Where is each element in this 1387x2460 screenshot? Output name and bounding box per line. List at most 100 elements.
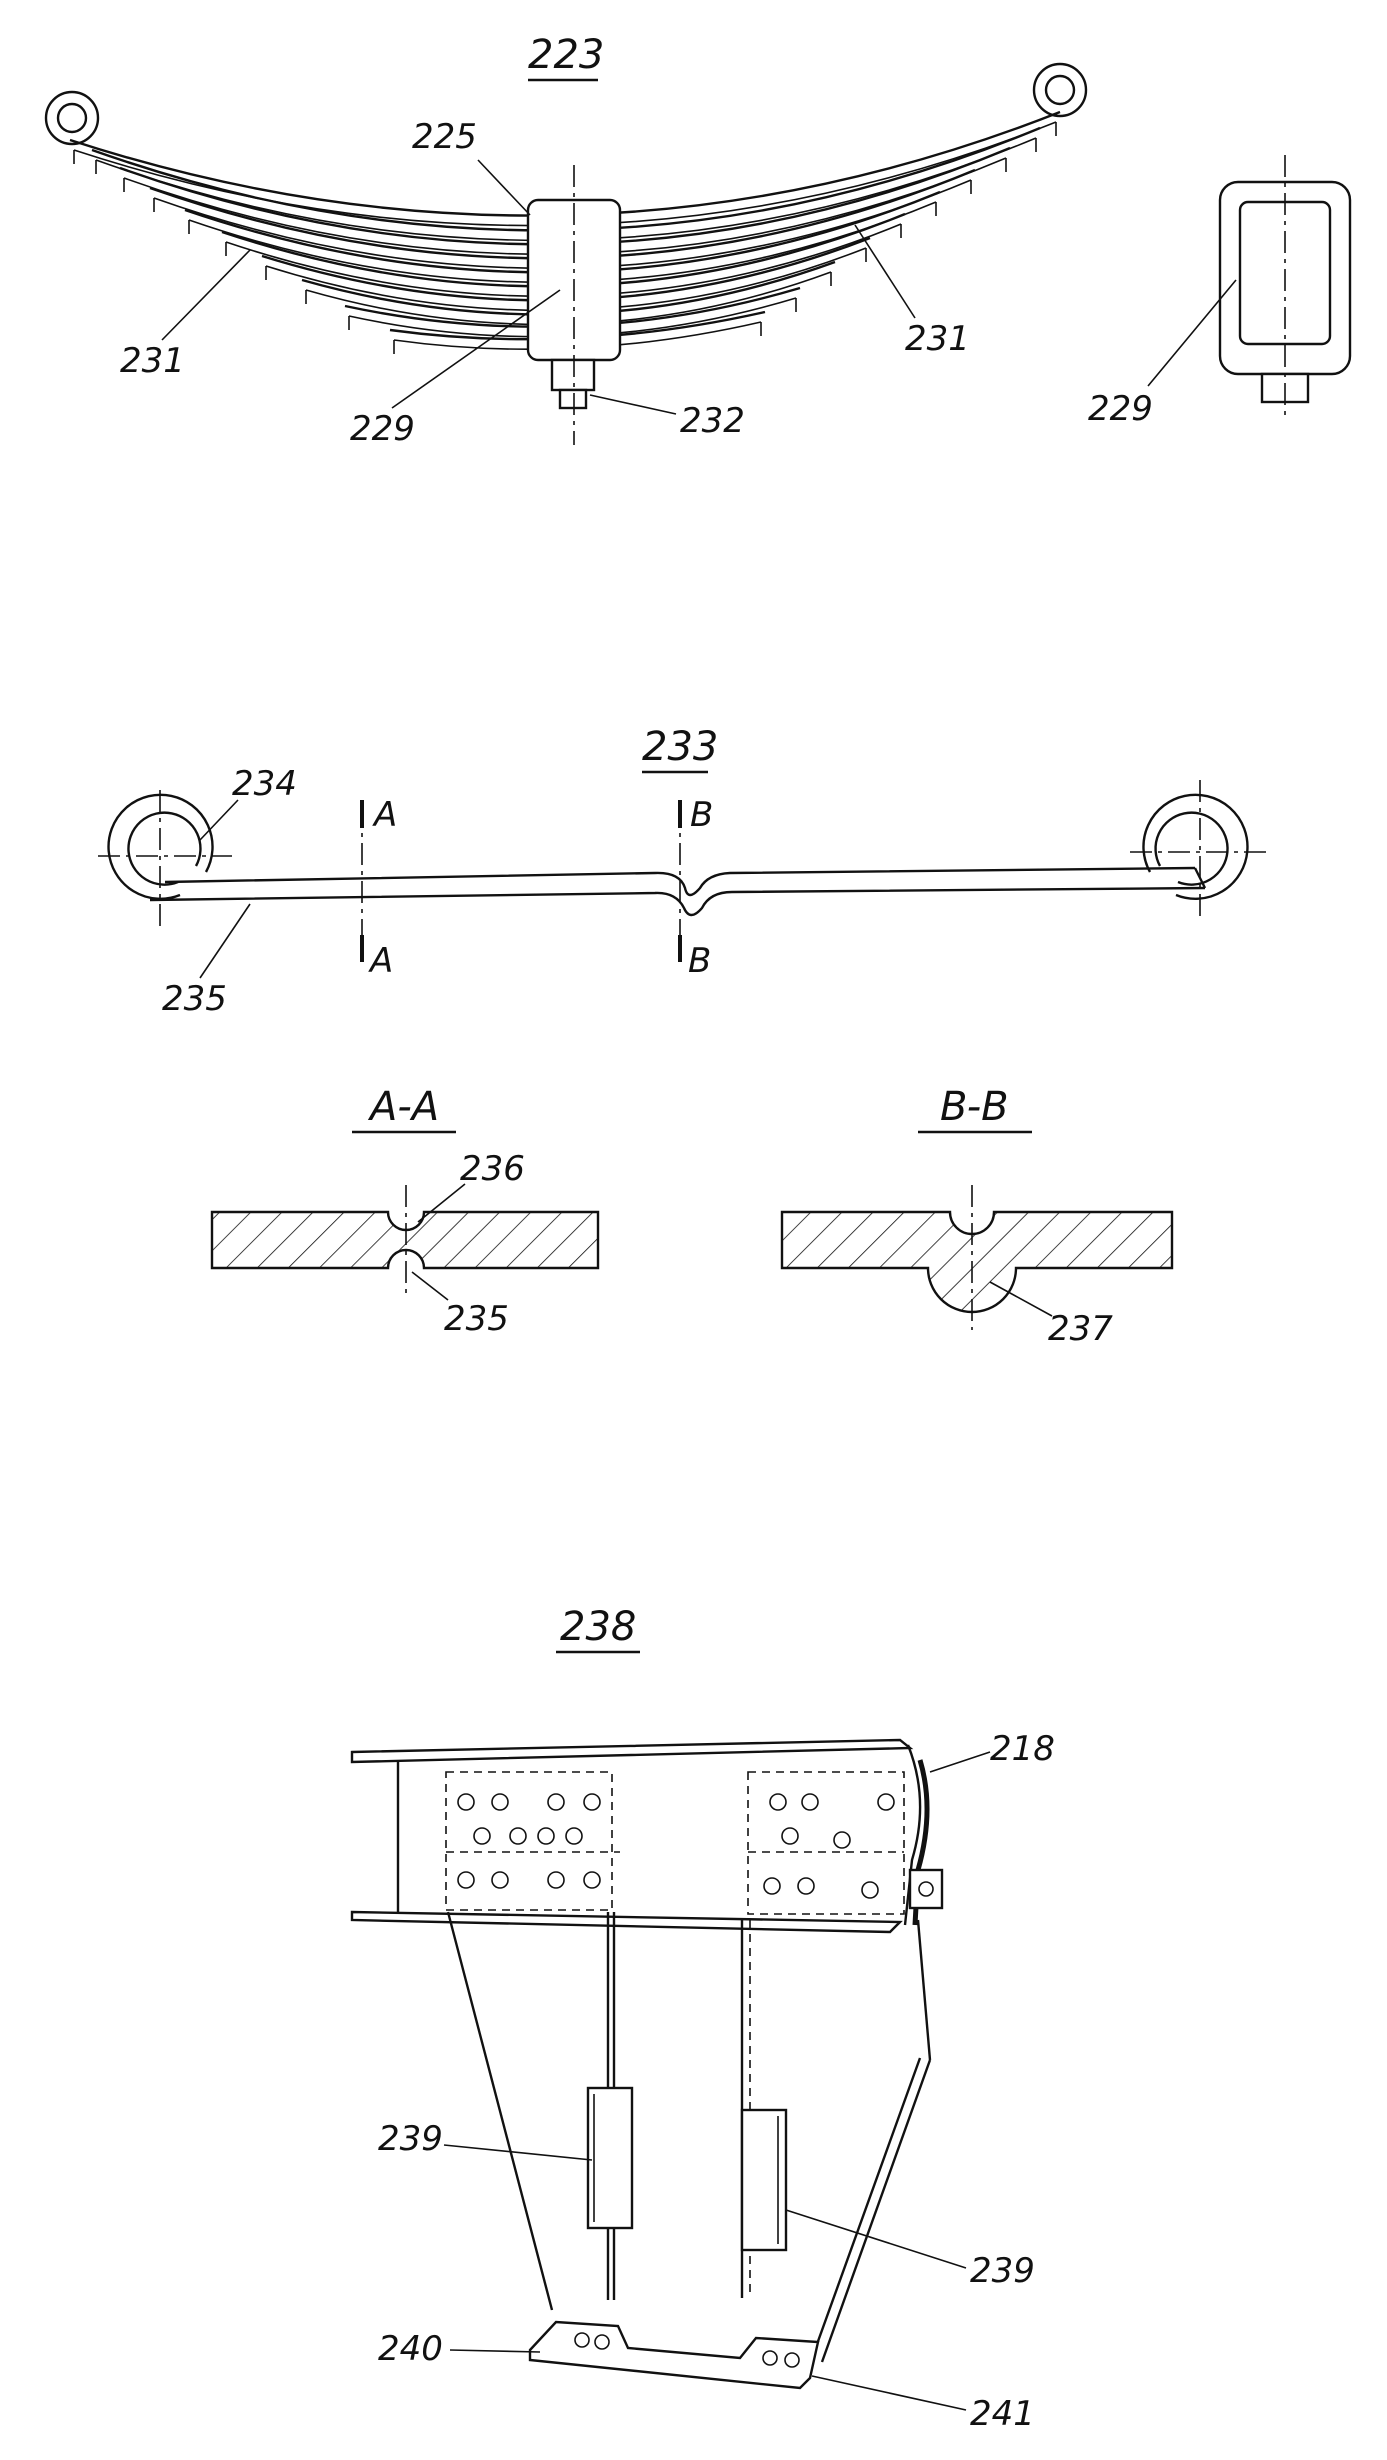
section-a-body: [210, 1210, 600, 1270]
section-a-figure: A-A 236 235: [210, 1084, 600, 1339]
label-231-right: 231: [905, 319, 970, 359]
single-leaf-figure-title: 233: [642, 724, 718, 770]
base-hole-2: [594, 2334, 610, 2350]
hanger-left-side: [446, 1911, 554, 2311]
leader-234: [199, 799, 239, 841]
leader-232: [589, 394, 677, 415]
section-b-body: [780, 1210, 1174, 1314]
clamp-bolt-tip: [558, 388, 588, 410]
rivet-hole: [797, 1877, 815, 1895]
leaf-spring-figure: 223 225 231 231 229 232: [44, 32, 1088, 449]
right-leaf-eye-inner: [1154, 811, 1229, 886]
frame-channel-bottom-flange: [350, 1910, 903, 1934]
rivet-hole: [763, 1877, 781, 1895]
frame-channel-end-thick: [912, 1759, 930, 1926]
leader-229-end-view: [1147, 279, 1237, 387]
frame-bracket-title: 238: [560, 1604, 636, 1650]
frame-tab-hole: [918, 1881, 934, 1897]
label-239-right: 239: [970, 2251, 1035, 2291]
right-spring-eye: [1032, 62, 1088, 118]
label-237: 237: [1048, 1309, 1113, 1349]
leaf-spring-figure-title: 223: [528, 32, 604, 78]
base-channel: [528, 2320, 820, 2390]
leader-235: [199, 903, 251, 979]
label-239-left: 239: [378, 2119, 443, 2159]
label-232: 232: [680, 401, 745, 441]
frame-bracket-figure: 238: [350, 1604, 1055, 2434]
single-leaf-figure: 233 A A B B 234 235: [98, 724, 1270, 1019]
base-hole-4: [784, 2352, 800, 2368]
label-225: 225: [412, 117, 477, 157]
label-218: 218: [990, 1729, 1055, 1769]
rivet-hole: [491, 1871, 509, 1889]
rivet-hole: [801, 1793, 819, 1811]
base-hole-3: [762, 2350, 778, 2366]
frame-channel-top-flange: [350, 1738, 914, 1764]
rivet-hole: [509, 1827, 527, 1845]
left-mounting-plate: [445, 1771, 620, 1911]
clamp-end-view: 229: [1088, 155, 1352, 429]
label-241: 241: [970, 2394, 1035, 2434]
rivet-hole: [877, 1793, 895, 1811]
label-section-a-bottom: A: [368, 941, 393, 981]
rivet-hole: [861, 1881, 879, 1899]
hanger-right-diagonal-outer: [820, 2059, 932, 2363]
label-231-left: 231: [120, 341, 185, 381]
hanger-right-diagonal-inner: [810, 2057, 922, 2359]
leader-237: [989, 1281, 1053, 1317]
rivet-hole: [565, 1827, 583, 1845]
rivet-hole: [491, 1793, 509, 1811]
leader-240: [449, 2349, 541, 2353]
rivet-hole: [583, 1871, 601, 1889]
section-a-title: A-A: [367, 1084, 439, 1130]
label-229-end-view: 229: [1088, 389, 1153, 429]
rivet-hole: [583, 1793, 601, 1811]
left-strap: [586, 2086, 634, 2230]
leader-239-left: [443, 2144, 593, 2161]
left-leaf-eye: [107, 793, 214, 900]
rivet-hole: [769, 1793, 787, 1811]
label-section-b-top: B: [690, 795, 713, 835]
label-section-a-top: A: [372, 795, 397, 835]
left-leaf-eye-inner: [127, 811, 202, 886]
label-section-b-bottom: B: [688, 941, 711, 981]
rivet-hole: [547, 1871, 565, 1889]
label-234: 234: [232, 764, 297, 804]
leader-218: [929, 1751, 991, 1773]
right-leaf-eye: [1142, 793, 1249, 900]
base-hole-1: [574, 2332, 590, 2348]
leader-225: [477, 159, 531, 216]
leaf-body-bottom: [149, 886, 1206, 917]
rivet-hole: [473, 1827, 491, 1845]
leader-239-right: [785, 2209, 967, 2269]
left-spring-eye: [44, 90, 100, 146]
hanger-right-side: [916, 1919, 932, 2061]
label-240: 240: [378, 2329, 443, 2369]
label-235: 235: [162, 979, 227, 1019]
rivet-hole: [833, 1831, 851, 1849]
rivet-hole: [537, 1827, 555, 1845]
rivet-hole: [547, 1793, 565, 1811]
leader-235-section: [411, 1271, 449, 1301]
label-229: 229: [350, 409, 415, 449]
rivet-hole: [781, 1827, 799, 1845]
right-mounting-plate: [747, 1771, 905, 1915]
rivet-hole: [457, 1871, 475, 1889]
frame-channel-end: [903, 1744, 922, 1926]
leader-229: [391, 289, 561, 409]
label-235-section: 235: [444, 1299, 509, 1339]
section-b-title: B-B: [940, 1084, 1009, 1130]
leader-231-right: [854, 224, 916, 319]
right-strap: [740, 2108, 788, 2252]
frame-tab: [908, 1868, 944, 1910]
leaf-body-top: [164, 866, 1196, 897]
label-236: 236: [460, 1149, 525, 1189]
section-b-figure: B-B 237: [780, 1084, 1174, 1349]
leader-241: [811, 2375, 967, 2411]
leader-231-left: [161, 249, 251, 341]
clamp-bolt-nut: [550, 358, 596, 392]
rivet-hole: [457, 1793, 475, 1811]
leader-236: [417, 1183, 466, 1223]
